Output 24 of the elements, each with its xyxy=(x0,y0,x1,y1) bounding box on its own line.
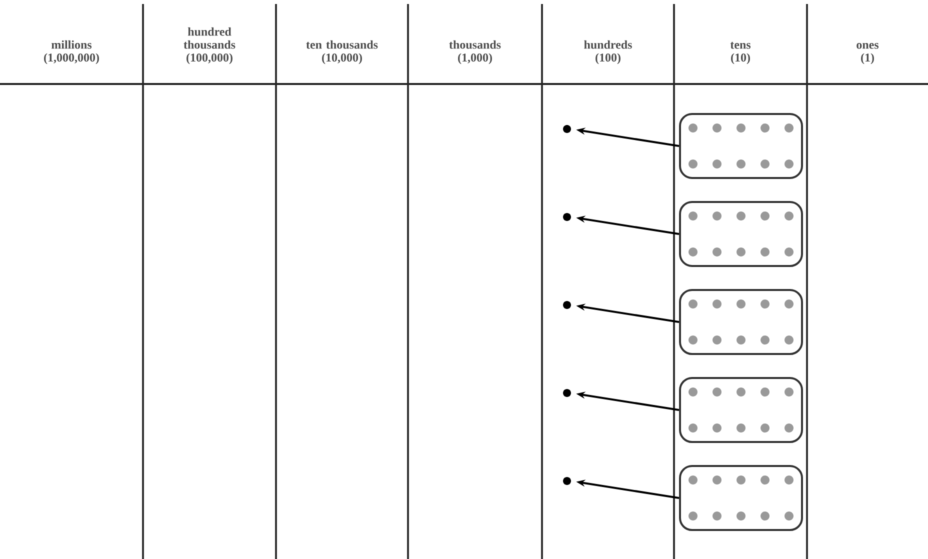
place-value: (1) xyxy=(861,53,874,64)
column-header: hundreds xyxy=(584,40,632,49)
column-header: ten thousands xyxy=(306,40,378,49)
column-header: ones xyxy=(856,43,879,49)
place-value: (100,000) xyxy=(186,53,232,64)
column-header: millions xyxy=(52,40,92,49)
place-value: (10,000) xyxy=(322,53,362,64)
place-value: (1,000) xyxy=(458,53,492,64)
dot xyxy=(563,389,571,397)
column-header: thousands xyxy=(449,40,501,49)
grouped-dots-box xyxy=(679,377,804,443)
grouped-dots-box xyxy=(679,113,804,179)
grouped-dots-box xyxy=(679,465,804,531)
place-value: (100) xyxy=(596,53,620,64)
dot xyxy=(563,301,571,309)
column-header: tens xyxy=(730,42,751,49)
grouped-dots-box xyxy=(679,201,804,267)
grouped-dots-box xyxy=(679,289,804,355)
dot xyxy=(563,477,571,485)
dot xyxy=(563,125,571,133)
dot xyxy=(563,213,571,221)
place-value: (10) xyxy=(731,53,750,64)
place-value: (1,000,000) xyxy=(44,53,99,64)
column-header: hundred thousands xyxy=(184,27,236,49)
